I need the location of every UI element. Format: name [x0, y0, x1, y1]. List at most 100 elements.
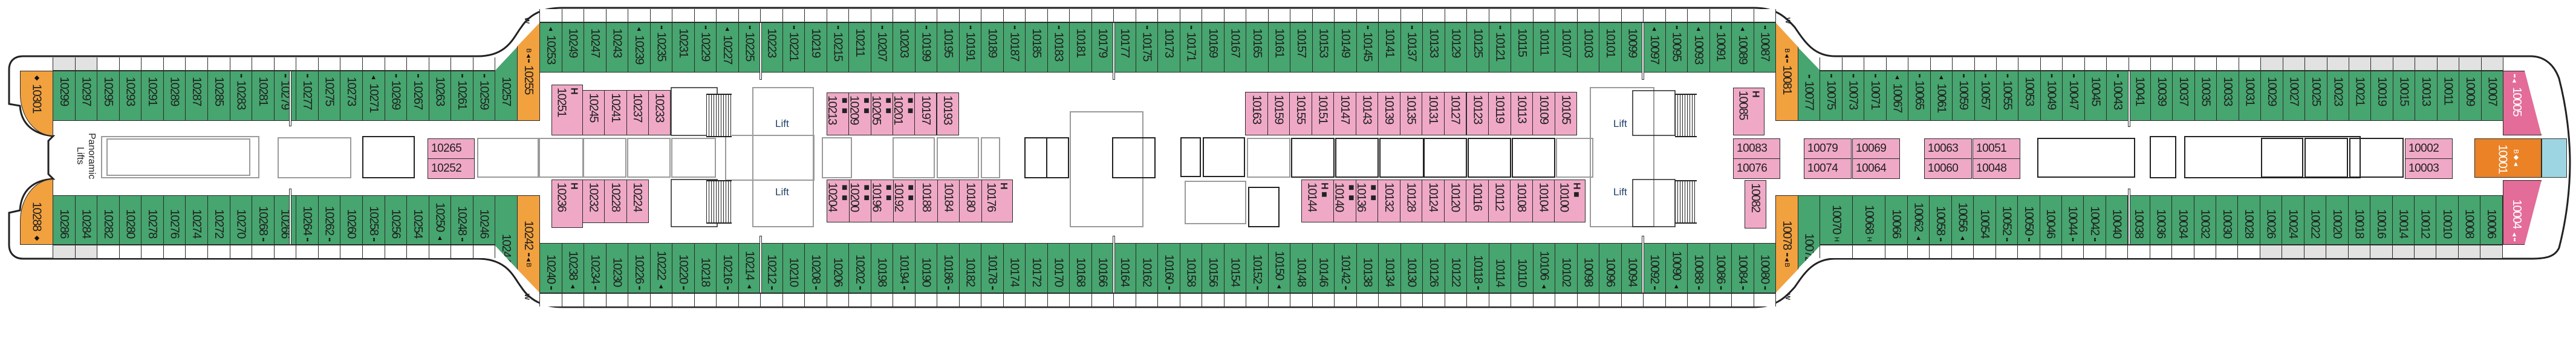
inside-cabin-10163[interactable]: 10163 — [1245, 92, 1268, 135]
cabin-10125[interactable]: 10125 — [1466, 22, 1489, 73]
inside-cabin-10241[interactable]: 10241 — [604, 90, 627, 135]
cabin-10020[interactable]: 10020 — [2326, 195, 2349, 245]
cabin-10291[interactable]: 10291 — [141, 71, 164, 121]
inside-cabin-10147[interactable]: 10147 — [1333, 92, 1356, 135]
cabin-10047[interactable]: ••10047 — [2062, 71, 2085, 121]
cabin-10286[interactable]: 10286 — [53, 195, 76, 245]
cabin-10067[interactable]: ▲10067 — [1885, 71, 1909, 121]
inside-cabin-10104[interactable]: 10104 — [1532, 180, 1555, 222]
cabin-10043[interactable]: ••10043 — [2106, 71, 2129, 121]
cabin-10183[interactable]: ••10183 — [1047, 22, 1070, 73]
cabin-10153[interactable]: 10153 — [1312, 22, 1335, 73]
cabin-10274[interactable]: 10274 — [185, 195, 208, 245]
cabin-10218[interactable]: 10218 — [694, 243, 717, 293]
inside-cabin-10213[interactable]: ■■10213 — [825, 92, 850, 135]
inside-cabin-10188[interactable]: 10188 — [915, 180, 938, 222]
cabin-10295[interactable]: 10295 — [97, 71, 120, 121]
inside-cabin-10051[interactable]: 10051 — [1973, 138, 2020, 159]
cabin-10088[interactable]: 10088•• — [1687, 243, 1710, 293]
inside-cabin-10232[interactable]: 10232 — [582, 180, 605, 223]
inside-cabin-10228[interactable]: 10228 — [604, 180, 627, 223]
cabin-10101[interactable]: 10101 — [1599, 22, 1622, 73]
cabin-10102[interactable]: 10102 — [1555, 243, 1578, 293]
cabin-10033[interactable]: 10033 — [2216, 71, 2239, 121]
cabin-10039[interactable]: 10039 — [2150, 71, 2173, 121]
cabin-10212[interactable]: 10212•• — [760, 243, 783, 293]
inside-cabin-10100[interactable]: H■10100 — [1554, 180, 1586, 222]
cabin-10264[interactable]: 10264•• — [296, 195, 319, 245]
cabin-10040[interactable]: 10040 — [2105, 195, 2129, 245]
inside-cabin-10136[interactable]: ■■10136 — [1355, 180, 1379, 222]
cabin-10198[interactable]: 10198 — [870, 243, 893, 293]
inside-cabin-10060[interactable]: 10060 — [1924, 158, 1972, 179]
inside-cabin-10151[interactable]: 10151 — [1311, 92, 1335, 135]
cabin-10285[interactable]: 10285 — [207, 71, 230, 121]
cabin-10103[interactable]: 10103 — [1576, 22, 1599, 73]
cabin-10034[interactable]: 10034 — [2171, 195, 2194, 245]
cabin-10231[interactable]: 10231 — [672, 22, 695, 73]
cabin-10165[interactable]: 10165 — [1246, 22, 1269, 73]
inside-cabin-10119[interactable]: 10119 — [1488, 92, 1511, 135]
cabin-10167[interactable]: 10167 — [1223, 22, 1246, 73]
inside-cabin-10197[interactable]: 10197 — [914, 92, 937, 135]
cabin-10216[interactable]: 10216•• — [716, 243, 739, 293]
cabin-10220[interactable]: 10220•• — [672, 243, 695, 293]
cabin-10284[interactable]: 10284 — [74, 195, 98, 245]
cabin-10044[interactable]: 10044•• — [2061, 195, 2084, 245]
cabin-10275[interactable]: 10275 — [317, 71, 341, 121]
inside-cabin-10063[interactable]: 10063 — [1924, 138, 1972, 159]
cabin-10097[interactable]: ▲10097 — [1643, 22, 1666, 73]
inside-cabin-10069[interactable]: 10069 — [1852, 138, 1900, 159]
cabin-10226[interactable]: 10226•• — [628, 243, 651, 293]
cabin-10041[interactable]: 10041 — [2128, 71, 2152, 121]
cabin-10056[interactable]: 10056▲ — [1951, 195, 1974, 245]
inside-cabin-10132[interactable]: 10132 — [1377, 180, 1400, 222]
inside-cabin-10140[interactable]: ■■10140 — [1332, 180, 1356, 222]
inside-cabin-10131[interactable]: 10131 — [1422, 92, 1445, 135]
cabin-10189[interactable]: 10189 — [981, 22, 1004, 73]
cabin-10014[interactable]: 10014 — [2392, 195, 2415, 245]
cabin-10052[interactable]: 10052•• — [1995, 195, 2018, 245]
inside-cabin-10135[interactable]: 10135 — [1399, 92, 1423, 135]
cabin-10059[interactable]: ••10059 — [1952, 71, 1975, 121]
cabin-10126[interactable]: 10126 — [1422, 243, 1445, 293]
cabin-10024[interactable]: 10024 — [2282, 195, 2304, 245]
inside-cabin-10200[interactable]: ■■10200 — [848, 180, 872, 222]
cabin-10248[interactable]: 10248•• — [450, 195, 473, 245]
inside-cabin-10155[interactable]: 10155 — [1289, 92, 1312, 135]
inside-cabin-10074[interactable]: 10074 — [1804, 158, 1852, 179]
cabin-10012[interactable]: 10012 — [2414, 195, 2437, 245]
inside-cabin-10116[interactable]: 10116 — [1466, 180, 1489, 222]
cabin-10134[interactable]: 10134 — [1378, 243, 1401, 293]
cabin-10240[interactable]: 10240•• — [539, 243, 562, 293]
cabin-10262[interactable]: 10262•• — [317, 195, 341, 245]
cabin-10270[interactable]: 10270 — [229, 195, 253, 245]
cabin-10256[interactable]: 10256 — [384, 195, 408, 245]
cabin-10174[interactable]: 10174 — [1003, 243, 1026, 293]
cabin-10261[interactable]: ••10261 — [450, 71, 473, 121]
cabin-10089[interactable]: ▲10089 — [1731, 22, 1754, 73]
cabin-10075[interactable]: ••10075 — [1820, 71, 1843, 121]
cabin-10145[interactable]: ••10145 — [1356, 22, 1379, 73]
cabin-10018[interactable]: 10018 — [2347, 195, 2371, 245]
cabin-10278[interactable]: 10278 — [141, 195, 164, 245]
cabin-10086[interactable]: 10086•• — [1709, 243, 1732, 293]
cabin-10106[interactable]: 10106▲ — [1532, 243, 1555, 293]
inside-cabin-10124[interactable]: 10124 — [1422, 180, 1445, 222]
cabin-10008[interactable]: 10008 — [2457, 195, 2481, 245]
cabin-10013[interactable]: 10013 — [2415, 71, 2438, 121]
cabin-10016[interactable]: 10016 — [2370, 195, 2393, 245]
cabin-10037[interactable]: 10037 — [2172, 71, 2195, 121]
inside-cabin-10224[interactable]: 10224 — [626, 180, 649, 223]
cabin-10247[interactable]: 10247 — [584, 22, 607, 73]
inside-cabin-10196[interactable]: ■■10196 — [870, 180, 894, 222]
cabin-10170[interactable]: 10170 — [1047, 243, 1070, 293]
cabin-10162[interactable]: 10162 — [1135, 243, 1158, 293]
inside-cabin-10192[interactable]: ■■10192 — [892, 180, 916, 222]
cabin-10055[interactable]: ••10055 — [1995, 71, 2019, 121]
cabin-10238[interactable]: 10238▲ — [561, 243, 584, 293]
cabin-10026[interactable]: 10026 — [2259, 195, 2283, 245]
